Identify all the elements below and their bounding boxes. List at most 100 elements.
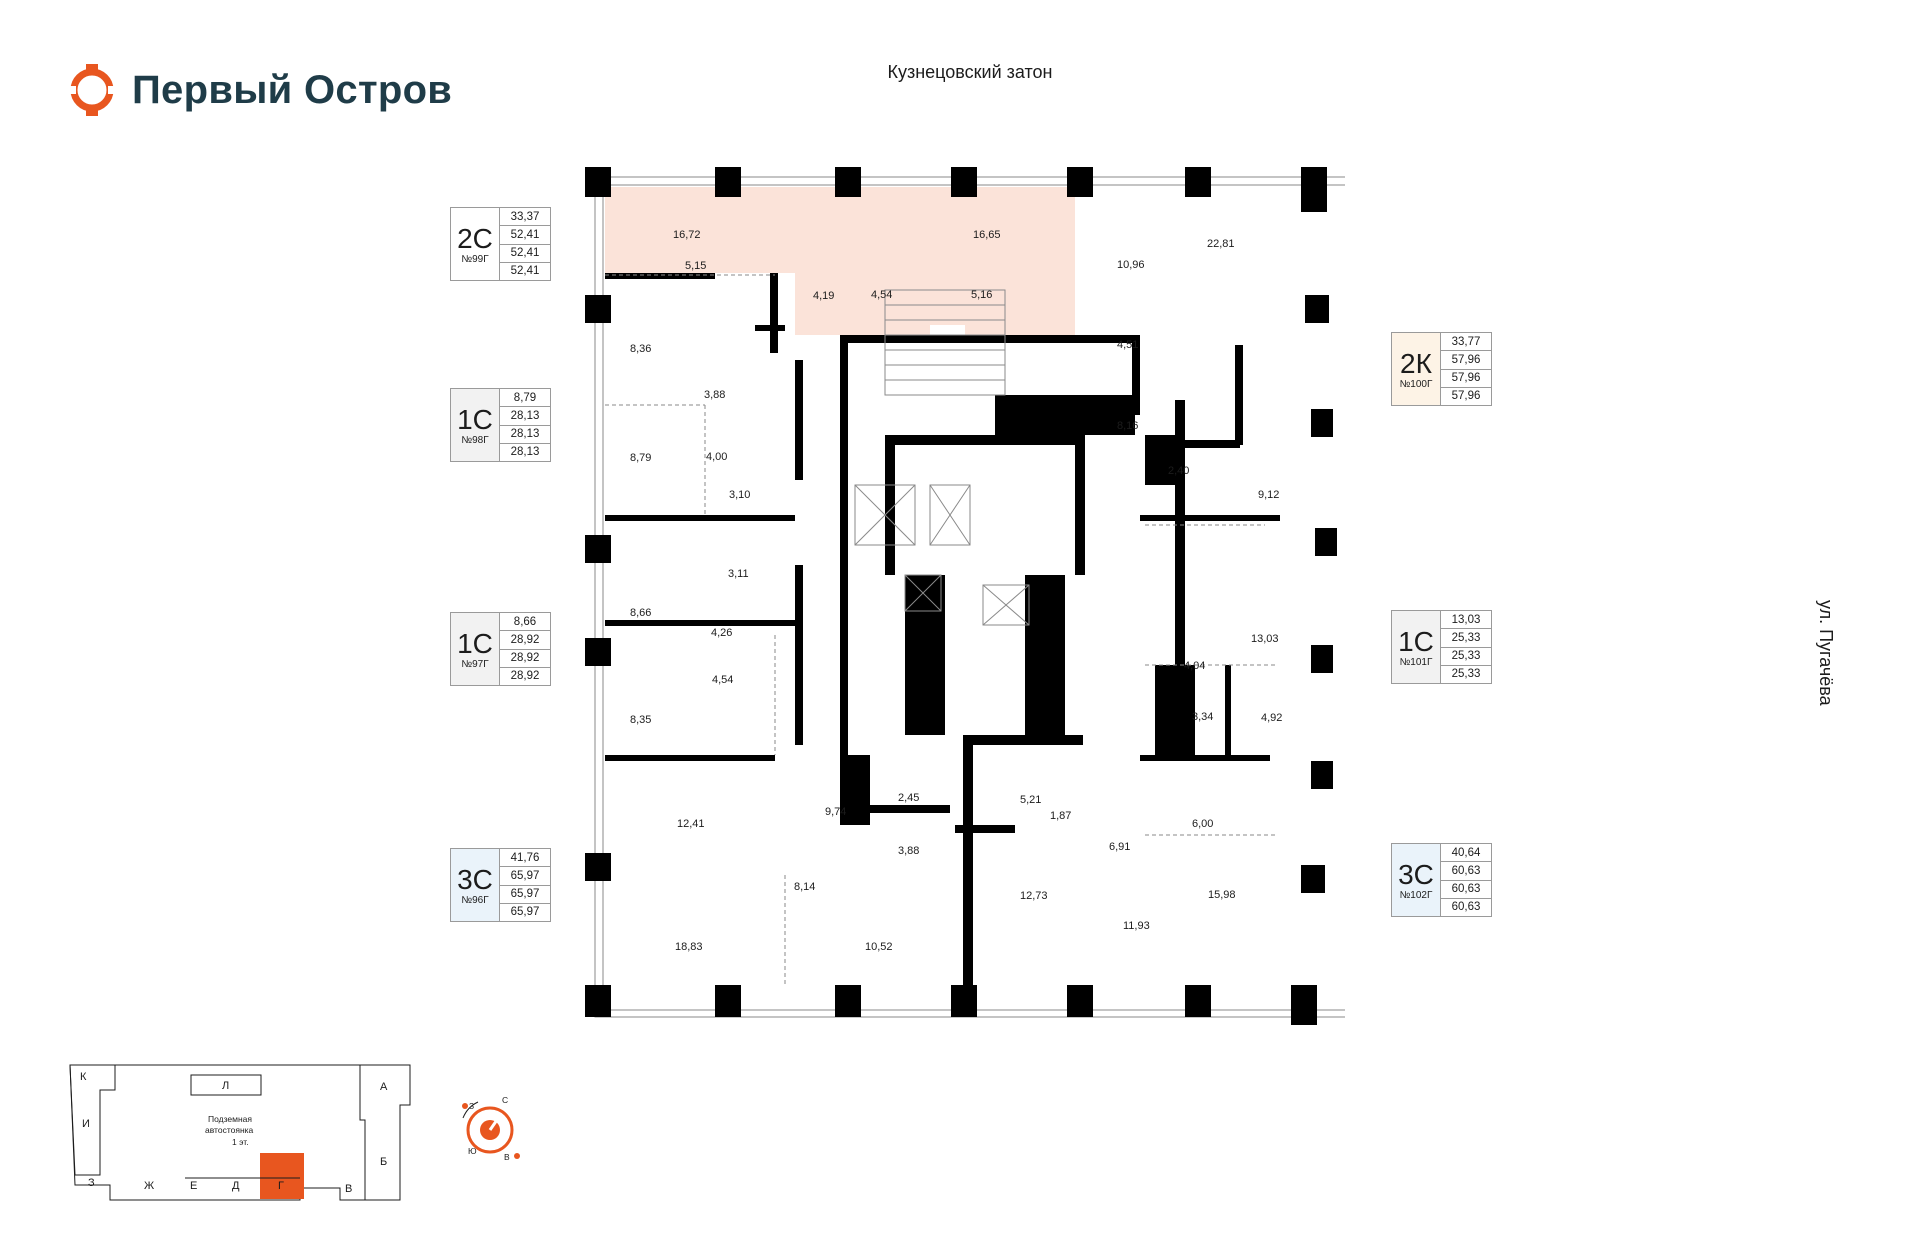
room-area: 4,51 (1117, 339, 1138, 351)
section-label: И (82, 1118, 90, 1130)
room-area: 16,65 (973, 229, 1001, 241)
room-area: 22,81 (1207, 238, 1235, 250)
room-area: 5,15 (685, 260, 706, 272)
area-cell: 60,63 (1451, 901, 1481, 914)
apartment-type: 1С (457, 403, 493, 435)
room-area: 4,04 (1184, 660, 1205, 672)
room-labels: 16,72 16,65 5,15 4,19 4,54 5,16 10,96 22… (630, 229, 1282, 953)
room-area: 12,73 (1020, 890, 1048, 902)
room-area: 3,34 (1192, 711, 1213, 723)
compass-icon: С З Ю В (462, 1095, 520, 1162)
parking-label: автостоянка (205, 1125, 254, 1135)
area-cell: 8,66 (500, 613, 550, 632)
area-cell: 33,77 (1441, 333, 1491, 352)
area-cell: 28,13 (500, 426, 550, 444)
room-area: 5,16 (971, 289, 992, 301)
area-cell: 33,37 (500, 208, 550, 227)
area-cell: 60,63 (1441, 862, 1491, 881)
section-label: К (80, 1071, 87, 1083)
room-area: 4,00 (706, 451, 727, 463)
section-label: Ж (144, 1180, 154, 1192)
room-area: 6,00 (1192, 818, 1213, 830)
area-cell: 28,13 (500, 407, 550, 426)
area-cell: 52,41 (510, 265, 540, 278)
area-cell: 65,97 (500, 867, 550, 886)
section-label: А (380, 1081, 388, 1093)
apartment-number: №97Г (461, 658, 489, 670)
room-area: 4,92 (1261, 712, 1282, 724)
apartment-type: 1С (1398, 625, 1434, 657)
section-label: Д (232, 1180, 240, 1192)
area-cell: 65,97 (510, 906, 540, 919)
area-cell: 41,76 (500, 849, 550, 868)
room-area: 6,91 (1109, 841, 1130, 853)
compass-east: В (504, 1152, 510, 1162)
street-top: Кузнецовский затон (887, 62, 1053, 82)
area-cell: 13,03 (1441, 611, 1491, 630)
stairs (884, 289, 1006, 396)
room-area: 16,72 (673, 229, 701, 241)
apartment-type: 2К (1400, 347, 1432, 379)
section-outline (69, 1064, 116, 1176)
section-label: Б (380, 1156, 387, 1168)
room-area: 12,41 (677, 818, 705, 830)
area-cell: 60,63 (1441, 881, 1491, 899)
apartment-type: 2С (457, 222, 493, 254)
room-area: 3,11 (728, 568, 749, 580)
section-label: Г (278, 1180, 284, 1192)
area-cell: 57,96 (1441, 351, 1491, 370)
room-area: 4,54 (871, 289, 892, 301)
area-cell: 25,33 (1441, 648, 1491, 666)
apartment-type: 3С (457, 863, 493, 895)
room-area: 8,36 (630, 343, 651, 355)
logo-icon (66, 64, 118, 116)
room-area: 15,98 (1208, 889, 1236, 901)
brand-name: Первый Остров (132, 67, 453, 112)
room-area: 3,88 (704, 389, 725, 401)
parking-label: 1 эт. (232, 1137, 249, 1147)
room-area: 9,74 (825, 806, 846, 818)
apartment-type: 3С (1398, 858, 1434, 890)
apartment-number: №96Г (461, 894, 489, 906)
parking-label: Подземная (208, 1114, 252, 1124)
area-cell: 65,97 (500, 886, 550, 904)
apartment-number: №98Г (461, 434, 489, 446)
room-area: 8,16 (1117, 420, 1138, 432)
apartment-number: №99Г (461, 253, 489, 265)
room-area: 9,12 (1258, 489, 1279, 501)
room-area: 10,52 (865, 941, 893, 953)
area-cell: 57,96 (1451, 390, 1481, 403)
area-cell: 25,33 (1451, 668, 1481, 681)
room-area: 8,14 (794, 881, 815, 893)
room-area: 3,88 (898, 845, 919, 857)
apartment-type: 1С (457, 627, 493, 659)
room-area: 13,03 (1251, 633, 1279, 645)
interior-walls (605, 273, 1280, 985)
logo: Первый Остров (66, 64, 452, 116)
room-area: 1,87 (1050, 810, 1071, 822)
room-area: 18,83 (675, 941, 703, 953)
section-label: В (345, 1183, 352, 1195)
room-area: 4,26 (711, 627, 732, 639)
area-cell: 28,13 (510, 446, 540, 459)
room-area: 2,45 (898, 792, 919, 804)
room-area: 2,40 (1168, 465, 1189, 477)
elevator-shafts (854, 484, 1030, 626)
room-area: 4,19 (813, 290, 834, 302)
area-cell: 25,33 (1441, 629, 1491, 648)
floor-plan: 16,72 16,65 5,15 4,19 4,54 5,16 10,96 22… (585, 167, 1345, 1025)
section-active[interactable] (260, 1153, 304, 1199)
area-cell: 28,92 (500, 650, 550, 668)
room-area: 10,96 (1117, 259, 1145, 271)
room-area: 4,54 (712, 674, 733, 686)
apartment-number: №101Г (1399, 656, 1433, 668)
room-area: 5,21 (1020, 794, 1041, 806)
apartment-99-highlight[interactable] (605, 187, 1075, 335)
